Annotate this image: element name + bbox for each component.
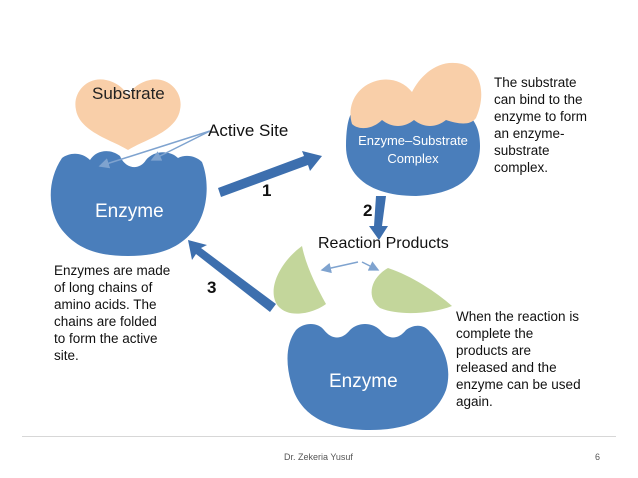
- step-2-number: 2: [363, 201, 373, 220]
- active-site-label: Active Site: [208, 121, 289, 140]
- footer-page-number: 6: [595, 452, 601, 462]
- products-pointer-1: [320, 261, 359, 274]
- product-shape-left: [273, 246, 326, 314]
- complex-substrate-shape: [350, 62, 482, 129]
- footer-author: Dr. Zekeria Yusuf: [284, 452, 353, 462]
- enzyme-label-left: Enzyme: [95, 201, 164, 222]
- step-1-number: 1: [262, 181, 272, 200]
- reaction-products-label: Reaction Products: [318, 235, 449, 252]
- substrate-label: Substrate: [92, 84, 165, 103]
- arrow-step-1: [218, 151, 322, 197]
- footer-divider: [22, 436, 616, 437]
- step-3-number: 3: [207, 278, 217, 297]
- enzyme-shape-bottom: [287, 324, 449, 430]
- active-site-pointer-1: [98, 130, 211, 169]
- complex-label: Enzyme–Substrate Complex: [358, 133, 468, 166]
- complex-enzyme-shape: [346, 107, 480, 196]
- annotation-structure: Enzymes are made of long chains of amino…: [54, 263, 171, 363]
- product-shape-right: [371, 268, 452, 314]
- arrow-step-2: [369, 196, 388, 240]
- enzyme-label-bottom: Enzyme: [329, 371, 398, 392]
- substrate-shape: [75, 79, 181, 150]
- enzyme-shape-left: [50, 151, 207, 256]
- arrow-step-3: [188, 240, 276, 312]
- active-site-pointer-2: [150, 130, 211, 161]
- annotation-binding: The substrate can bind to the enzyme to …: [494, 75, 588, 175]
- annotation-release: When the reaction is complete the produc…: [456, 309, 581, 409]
- products-pointer-2: [361, 261, 380, 271]
